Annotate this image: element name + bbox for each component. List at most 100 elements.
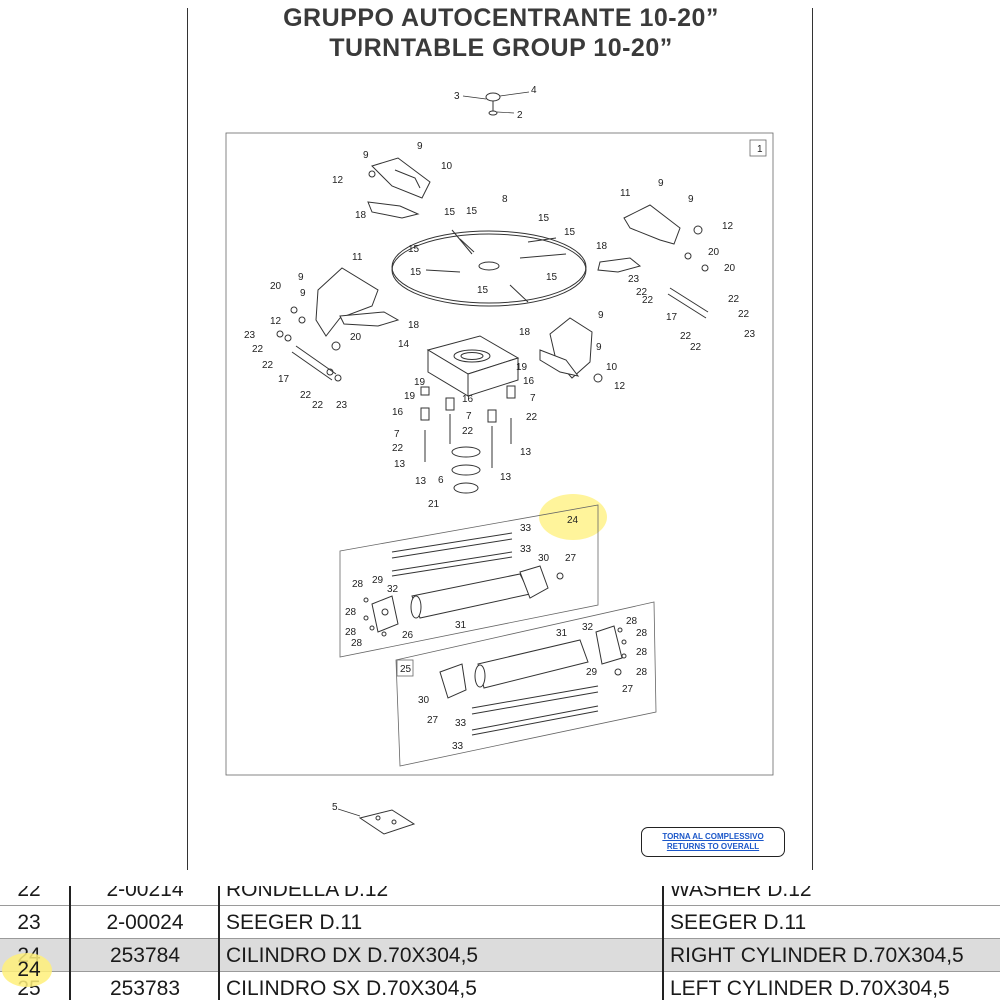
svg-text:9: 9 xyxy=(363,150,369,161)
svg-text:30: 30 xyxy=(538,553,550,564)
svg-text:18: 18 xyxy=(355,210,367,221)
svg-text:14: 14 xyxy=(398,339,410,350)
jaw-right-middle xyxy=(539,317,603,383)
svg-text:32: 32 xyxy=(387,584,399,595)
svg-text:22: 22 xyxy=(680,331,692,342)
svg-text:30: 30 xyxy=(418,695,430,706)
svg-text:12: 12 xyxy=(332,175,344,186)
turntable-plate xyxy=(391,229,587,307)
callout-highlight xyxy=(539,494,607,540)
column-divider xyxy=(69,886,71,1000)
svg-text:15: 15 xyxy=(410,267,422,278)
assembly-frame xyxy=(225,132,774,776)
svg-text:23: 23 xyxy=(628,274,640,285)
svg-text:22: 22 xyxy=(526,412,538,423)
svg-text:5: 5 xyxy=(332,802,338,813)
table-row: 25 253783 CILINDRO SX D.70X304,5 LEFT CY… xyxy=(0,971,1000,1000)
svg-text:19: 19 xyxy=(516,362,528,373)
svg-text:33: 33 xyxy=(520,523,532,534)
svg-text:27: 27 xyxy=(565,553,577,564)
part-5-plate xyxy=(337,808,416,835)
svg-text:32: 32 xyxy=(582,622,594,633)
svg-text:10: 10 xyxy=(606,362,618,373)
svg-text:13: 13 xyxy=(415,476,427,487)
svg-text:22: 22 xyxy=(252,344,264,355)
return-to-overall-button[interactable]: TORNA AL COMPLESSIVO RETURNS TO OVERALL xyxy=(641,827,785,857)
svg-text:10: 10 xyxy=(441,161,453,172)
svg-text:28: 28 xyxy=(626,616,638,627)
svg-text:29: 29 xyxy=(586,667,598,678)
svg-text:22: 22 xyxy=(738,309,750,320)
table-row: 22 2-00214 RONDELLA D.12 WASHER D.12 xyxy=(0,886,1000,906)
page-border-right xyxy=(812,8,813,870)
jaw-left xyxy=(276,267,400,382)
svg-text:22: 22 xyxy=(312,400,324,411)
jaw-top-right xyxy=(597,204,709,319)
return-link-italian[interactable]: TORNA AL COMPLESSIVO xyxy=(662,832,764,841)
parts-table: 22 2-00214 RONDELLA D.12 WASHER D.12 23 … xyxy=(0,886,1000,1000)
svg-text:26: 26 xyxy=(402,630,414,641)
svg-text:16: 16 xyxy=(462,394,474,405)
svg-text:9: 9 xyxy=(300,288,306,299)
part-code: 253784 xyxy=(109,944,181,967)
part-code: 2-00214 xyxy=(106,886,184,901)
svg-text:22: 22 xyxy=(300,390,312,401)
svg-text:15: 15 xyxy=(538,213,550,224)
description-english: SEEGER D.11 xyxy=(670,911,807,934)
column-divider xyxy=(662,886,664,1000)
table-row: 23 2-00024 SEEGER D.11 SEEGER D.11 xyxy=(0,905,1000,939)
svg-text:12: 12 xyxy=(614,381,626,392)
part-number: 22 xyxy=(17,886,41,901)
svg-text:1: 1 xyxy=(757,144,763,155)
return-link-english[interactable]: RETURNS TO OVERALL xyxy=(666,842,760,851)
svg-text:18: 18 xyxy=(596,241,608,252)
svg-text:7: 7 xyxy=(394,429,400,440)
svg-text:9: 9 xyxy=(298,272,304,283)
svg-text:27: 27 xyxy=(427,715,439,726)
svg-text:33: 33 xyxy=(455,718,467,729)
svg-text:7: 7 xyxy=(466,411,472,422)
svg-text:15: 15 xyxy=(564,227,576,238)
svg-text:19: 19 xyxy=(404,391,416,402)
title-english: TURNTABLE GROUP 10-20” xyxy=(329,34,673,62)
part-code: 2-00024 xyxy=(106,911,184,934)
svg-text:28: 28 xyxy=(345,607,357,618)
svg-text:15: 15 xyxy=(477,285,489,296)
svg-text:15: 15 xyxy=(408,244,420,255)
svg-text:28: 28 xyxy=(636,628,648,639)
part-code: 253783 xyxy=(109,977,181,1000)
description-english: WASHER D.12 xyxy=(670,886,812,901)
svg-text:7: 7 xyxy=(530,393,536,404)
svg-text:28: 28 xyxy=(636,667,648,678)
svg-text:4: 4 xyxy=(531,85,537,96)
svg-text:22: 22 xyxy=(642,295,654,306)
svg-text:13: 13 xyxy=(520,447,532,458)
svg-text:27: 27 xyxy=(622,684,634,695)
svg-text:17: 17 xyxy=(278,374,290,385)
svg-text:33: 33 xyxy=(452,741,464,752)
column-divider xyxy=(218,886,220,1000)
callout-24: 24 xyxy=(567,515,579,526)
svg-text:11: 11 xyxy=(620,188,631,199)
svg-text:28: 28 xyxy=(636,647,648,658)
svg-text:25: 25 xyxy=(400,664,412,675)
svg-text:23: 23 xyxy=(244,330,256,341)
page-border-left xyxy=(187,8,188,870)
svg-text:12: 12 xyxy=(722,221,734,232)
svg-text:29: 29 xyxy=(372,575,384,586)
svg-text:11: 11 xyxy=(352,252,363,263)
svg-text:9: 9 xyxy=(596,342,602,353)
cylinder-assembly-left xyxy=(395,601,657,767)
svg-text:9: 9 xyxy=(417,141,423,152)
svg-text:28: 28 xyxy=(345,627,357,638)
description-italian: CILINDRO DX D.70X304,5 xyxy=(226,944,479,967)
description-italian: RONDELLA D.12 xyxy=(226,886,389,901)
svg-text:31: 31 xyxy=(455,620,467,631)
svg-text:20: 20 xyxy=(724,263,736,274)
center-block xyxy=(426,335,520,397)
svg-text:28: 28 xyxy=(352,579,364,590)
svg-text:13: 13 xyxy=(394,459,406,470)
